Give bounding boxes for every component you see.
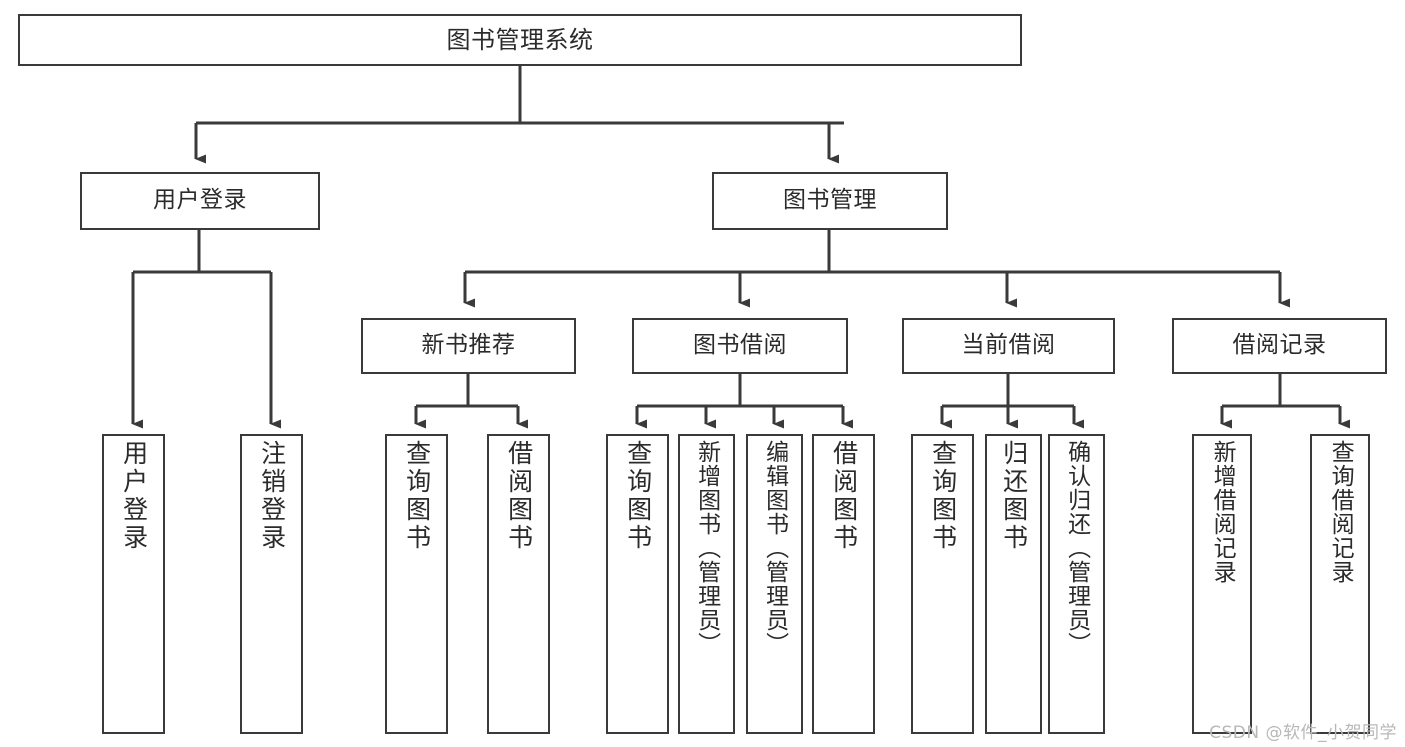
node-leaf-add-book[interactable]: 新增图书（管理员） (678, 434, 735, 734)
node-book-management[interactable]: 图书管理 (712, 172, 948, 230)
node-borrow-record-label: 借阅记录 (1232, 332, 1327, 359)
node-leaf-user-login[interactable]: 用户登录 (102, 434, 165, 734)
node-user-login[interactable]: 用户登录 (80, 172, 320, 230)
node-leaf-borrow-book-1[interactable]: 借阅图书 (487, 434, 550, 734)
node-leaf-edit-book-label: 编辑图书（管理员） (761, 440, 788, 656)
node-leaf-confirm-return-label: 确认归还（管理员） (1063, 440, 1090, 656)
node-leaf-query-book-3[interactable]: 查询图书 (911, 434, 974, 734)
node-leaf-query-record-label: 查询借阅记录 (1327, 440, 1354, 584)
node-leaf-borrow-book-1-label: 借阅图书 (504, 440, 534, 552)
node-leaf-add-book-label: 新增图书（管理员） (693, 440, 720, 656)
node-book-borrow[interactable]: 图书借阅 (632, 318, 848, 374)
node-current-borrow-label: 当前借阅 (961, 332, 1056, 359)
node-leaf-return-book[interactable]: 归还图书 (985, 434, 1042, 734)
node-leaf-return-book-label: 归还图书 (999, 440, 1029, 552)
node-new-book-recommend-label: 新书推荐 (421, 332, 516, 359)
node-leaf-query-record[interactable]: 查询借阅记录 (1310, 434, 1370, 734)
node-leaf-add-record[interactable]: 新增借阅记录 (1192, 434, 1252, 734)
csdn-watermark: CSDN @软件_小贺同学 (1209, 723, 1397, 743)
node-current-borrow[interactable]: 当前借阅 (902, 318, 1115, 374)
node-book-borrow-label: 图书借阅 (693, 332, 787, 359)
node-root-label: 图书管理系统 (446, 25, 594, 54)
node-new-book-recommend[interactable]: 新书推荐 (361, 318, 576, 374)
node-root[interactable]: 图书管理系统 (18, 14, 1022, 66)
node-leaf-edit-book[interactable]: 编辑图书（管理员） (746, 434, 803, 734)
node-leaf-query-book-3-label: 查询图书 (928, 440, 958, 552)
node-borrow-record[interactable]: 借阅记录 (1172, 318, 1387, 374)
node-leaf-query-book-2-label: 查询图书 (623, 440, 653, 552)
node-leaf-query-book-1-label: 查询图书 (402, 440, 432, 552)
node-book-management-label: 图书管理 (783, 187, 877, 214)
node-leaf-logout-login-label: 注销登录 (257, 440, 287, 552)
node-leaf-user-login-label: 用户登录 (119, 440, 149, 552)
node-leaf-logout-login[interactable]: 注销登录 (240, 434, 303, 734)
node-leaf-borrow-book-2[interactable]: 借阅图书 (812, 434, 875, 734)
node-leaf-confirm-return[interactable]: 确认归还（管理员） (1048, 434, 1105, 734)
node-leaf-query-book-2[interactable]: 查询图书 (606, 434, 669, 734)
node-leaf-add-record-label: 新增借阅记录 (1209, 440, 1236, 584)
node-leaf-borrow-book-2-label: 借阅图书 (829, 440, 859, 552)
node-user-login-label: 用户登录 (153, 187, 247, 214)
node-leaf-query-book-1[interactable]: 查询图书 (385, 434, 448, 734)
